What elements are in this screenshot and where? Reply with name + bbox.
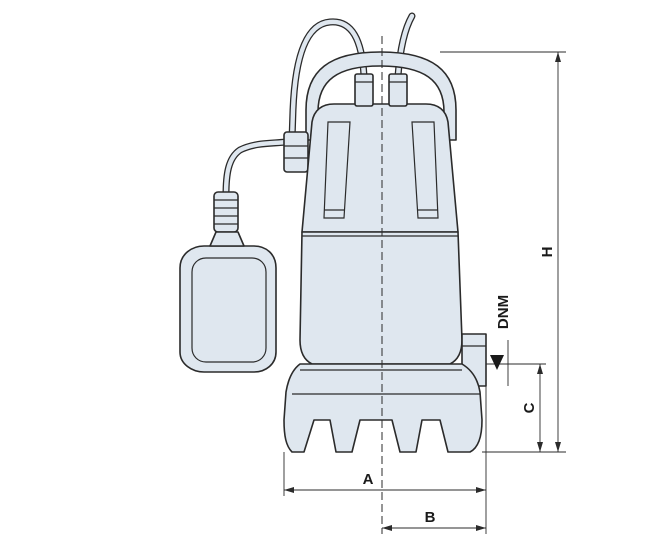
cable-glands bbox=[354, 73, 408, 107]
float-switch-cable bbox=[222, 18, 368, 199]
dimension-b bbox=[382, 525, 486, 531]
outlet-height-label: C bbox=[521, 402, 538, 413]
dimension-a bbox=[283, 386, 487, 534]
dimension-dnm bbox=[486, 340, 546, 386]
pump-body bbox=[299, 231, 463, 365]
power-cable bbox=[394, 12, 416, 80]
motor-housing bbox=[301, 103, 459, 233]
dimension-c bbox=[537, 364, 543, 452]
width-label: A bbox=[363, 471, 374, 488]
float-switch bbox=[179, 191, 277, 373]
pump-base bbox=[283, 363, 483, 453]
carry-handle bbox=[305, 51, 457, 141]
outlet-label: DNM bbox=[495, 295, 512, 329]
dimension-h bbox=[440, 51, 566, 453]
height-label: H bbox=[539, 247, 556, 258]
cable-clamp bbox=[283, 131, 309, 173]
half-width-label: B bbox=[425, 509, 436, 526]
